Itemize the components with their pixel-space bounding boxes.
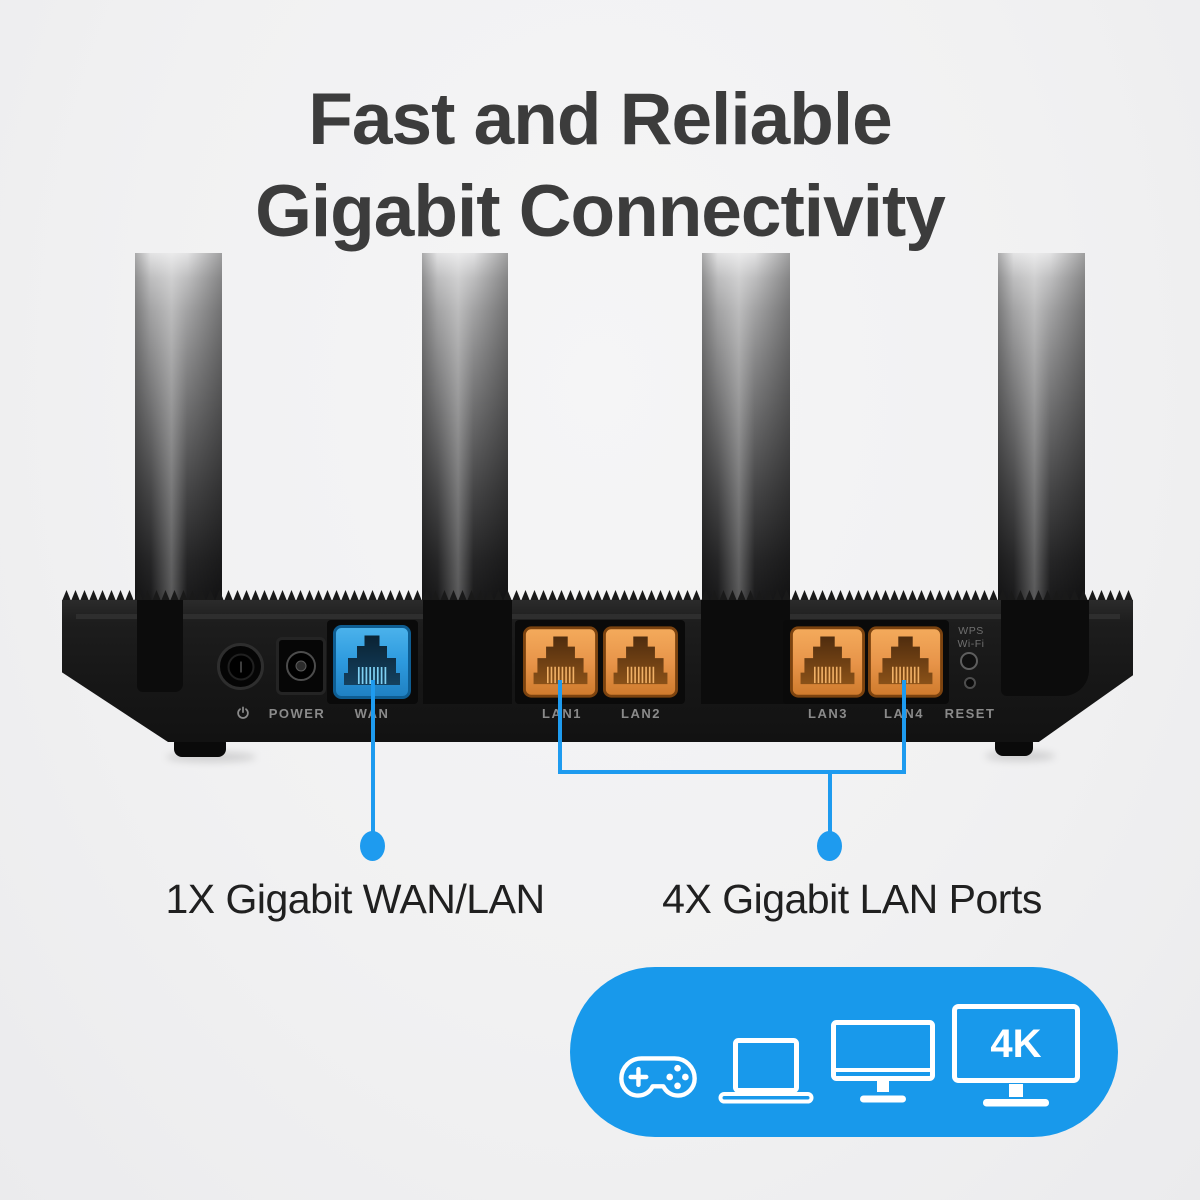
lan1-port: [523, 626, 598, 698]
title-line-1: Fast and Reliable: [308, 79, 892, 160]
wps-wifi-button: [960, 652, 978, 670]
lan4-callout-line: [902, 680, 906, 774]
lan3-port-label: LAN3: [808, 706, 848, 721]
tv-4k-icon: 4K: [952, 1004, 1080, 1107]
power-port-label: POWER: [268, 706, 326, 721]
tv-4k-label: 4K: [990, 1022, 1041, 1066]
antenna: [998, 253, 1085, 615]
antenna: [135, 253, 222, 615]
lan-callout-drop-line: [828, 770, 832, 834]
wan-callout-line: [371, 680, 375, 834]
wps-label: WPS: [958, 625, 984, 637]
lan3-port: [790, 626, 865, 698]
reset-label: RESET: [944, 706, 996, 721]
wan-callout-dot: [360, 831, 385, 861]
lan-callout-label: 4X Gigabit LAN Ports: [662, 876, 1042, 922]
antenna-base: [701, 600, 790, 704]
shadow: [985, 751, 1055, 761]
power-jack-pin: [295, 660, 307, 672]
lan2-port-label: LAN2: [621, 706, 661, 721]
body-groove: [76, 614, 1120, 619]
antenna-base: [1001, 600, 1089, 696]
lan1-port-label: LAN1: [542, 706, 582, 721]
wan-callout-label: 1X Gigabit WAN/LAN: [165, 876, 545, 922]
power-jack: [276, 637, 326, 695]
power-icon: [237, 706, 249, 719]
title-line-2: Gigabit Connectivity: [255, 171, 946, 252]
antenna: [702, 253, 790, 615]
lan2-port: [603, 626, 678, 698]
lan4-port: [868, 626, 943, 698]
antenna-base: [423, 600, 512, 704]
vent-ridge: [62, 590, 1133, 601]
lan-callout-bracket: [558, 770, 906, 774]
page-title: Fast and Reliable Gigabit Connectivity: [0, 74, 1200, 258]
shadow: [166, 752, 256, 762]
supported-devices-badge: 4K: [570, 967, 1118, 1137]
wan-port: [333, 625, 411, 699]
antenna: [422, 253, 508, 615]
wps-wifi-label: WPS Wi-Fi: [944, 625, 998, 650]
lan1-callout-line: [558, 680, 562, 774]
game-controller-icon: [619, 1056, 697, 1098]
laptop-icon: [718, 1038, 814, 1104]
monitor-icon: [831, 1020, 935, 1103]
lan-callout-dot: [817, 831, 842, 861]
wifi-label: Wi-Fi: [957, 637, 985, 650]
power-button-mark: [239, 661, 242, 672]
antenna-base: [137, 600, 183, 692]
reset-button: [964, 677, 976, 689]
power-button: [217, 643, 264, 690]
